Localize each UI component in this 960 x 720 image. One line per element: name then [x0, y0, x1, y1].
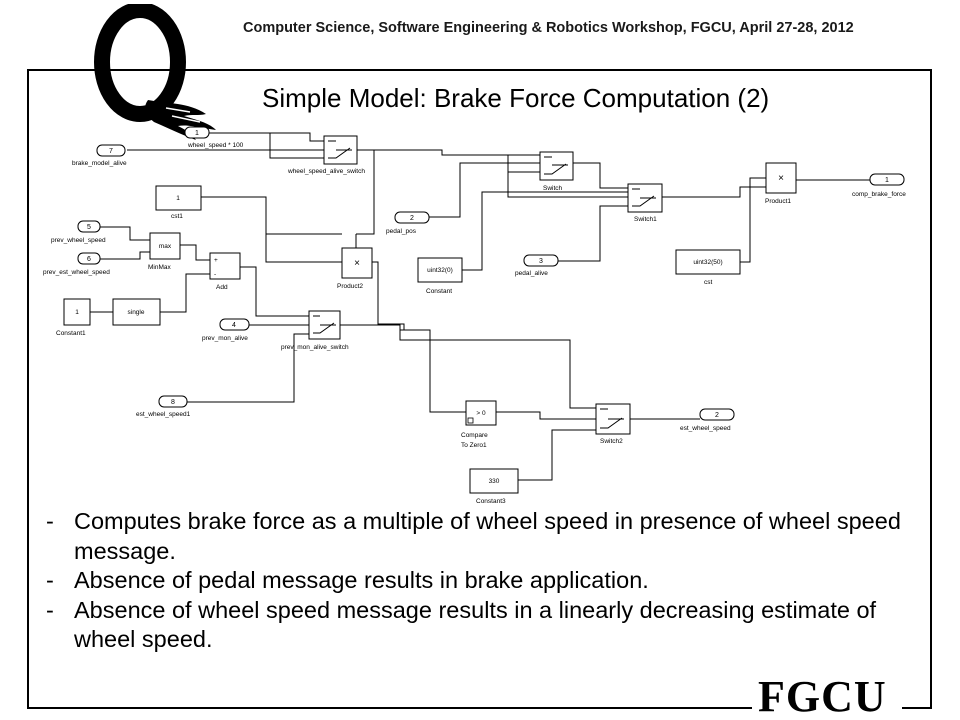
svg-text:prev_est_wheel_speed: prev_est_wheel_speed: [43, 269, 110, 276]
svg-text:2: 2: [410, 215, 414, 222]
svg-text:Constant: Constant: [426, 288, 452, 295]
switch-wheel-speed-alive: wheel_speed_alive_switch: [287, 135, 365, 175]
svg-text:prev_wheel_speed: prev_wheel_speed: [51, 237, 106, 244]
svg-text:cst: cst: [704, 279, 713, 286]
svg-text:1: 1: [176, 195, 180, 202]
svg-text:1: 1: [195, 130, 199, 137]
constant-cst1: 1 cst1: [155, 185, 202, 220]
svg-text:single: single: [128, 309, 145, 316]
svg-text:-: -: [214, 271, 216, 278]
svg-text:Product2: Product2: [337, 283, 363, 290]
inport-2: 2 pedal_pos: [386, 211, 430, 235]
fgcu-logo: FGCU: [758, 672, 887, 720]
svg-text:Switch1: Switch1: [634, 216, 657, 223]
svg-text:To Zero1: To Zero1: [461, 442, 487, 449]
svg-text:est_wheel_speed1: est_wheel_speed1: [136, 411, 191, 418]
svg-text:uint32(0): uint32(0): [427, 267, 453, 274]
constant-constant1: 1 Constant1: [56, 298, 91, 337]
svg-text:wheel_speed * 100: wheel_speed * 100: [187, 142, 244, 149]
svg-text:Product1: Product1: [765, 198, 791, 205]
svg-text:cst1: cst1: [171, 213, 183, 220]
constant-constant3: 330 Constant3: [469, 468, 519, 505]
svg-text:pedal_pos: pedal_pos: [386, 228, 417, 235]
svg-text:max: max: [159, 243, 172, 250]
outport-1: 1 comp_brake_force: [852, 173, 906, 198]
outport-2: 2 est_wheel_speed: [680, 408, 735, 432]
svg-text:8: 8: [171, 399, 175, 406]
svg-text:Compare: Compare: [461, 432, 488, 439]
svg-text:> 0: > 0: [476, 410, 486, 417]
q-eagle-logo: [94, 4, 216, 140]
svg-text:1: 1: [75, 309, 79, 316]
svg-text:4: 4: [232, 322, 236, 329]
switch-switch2: Switch2: [595, 403, 631, 445]
svg-text:6: 6: [87, 256, 91, 263]
switch-prev-mon-alive: prev_mon_alive_switch: [281, 310, 349, 351]
inport-8: 8 est_wheel_speed1: [136, 395, 191, 418]
svg-text:7: 7: [109, 148, 113, 155]
slide-frame: [27, 69, 932, 709]
add-block: + - Add: [209, 252, 241, 291]
inport-3: 3 pedal_alive: [515, 254, 559, 277]
bullet-text: Absence of wheel speed message results i…: [74, 596, 877, 653]
switch-switch: Switch: [539, 151, 574, 192]
svg-text:+: +: [214, 257, 218, 264]
slide-title: Simple Model: Brake Force Computation (2…: [262, 83, 770, 113]
constant-uint32-50: uint32(50) cst: [675, 249, 741, 286]
workshop-header: Computer Science, Software Engineering &…: [243, 20, 854, 36]
switch-switch1: Switch1: [627, 183, 663, 223]
svg-text:prev_mon_alive: prev_mon_alive: [202, 335, 248, 342]
bullet-text: Computes brake force as a multiple of wh…: [74, 508, 901, 564]
svg-text:2: 2: [715, 412, 719, 419]
bullet-item: -Absence of pedal message results in bra…: [46, 567, 649, 593]
bullet-item: -Computes brake force as a multiple of w…: [46, 508, 901, 564]
svg-text:MinMax: MinMax: [148, 264, 172, 271]
constant-uint32-0: uint32(0) Constant: [417, 257, 463, 295]
svg-text:330: 330: [489, 478, 500, 485]
svg-text:Switch2: Switch2: [600, 438, 623, 445]
inport-1: 1 wheel_speed * 100: [184, 126, 244, 149]
svg-text:×: ×: [778, 173, 784, 184]
svg-text:wheel_speed_alive_switch: wheel_speed_alive_switch: [287, 168, 365, 175]
svg-text:pedal_alive: pedal_alive: [515, 270, 548, 277]
minmax-block: max MinMax: [148, 232, 181, 271]
svg-text:3: 3: [539, 258, 543, 265]
svg-text:prev_mon_alive_switch: prev_mon_alive_switch: [281, 344, 349, 351]
svg-text:comp_brake_force: comp_brake_force: [852, 191, 906, 198]
bullet-list: -Computes brake force as a multiple of w…: [46, 507, 906, 655]
convert-single-block: single: [112, 298, 161, 326]
inport-4: 4 prev_mon_alive: [202, 318, 250, 342]
signal-wires: [90, 132, 870, 481]
bullet-item: -Absence of wheel speed message results …: [46, 596, 877, 653]
compare-to-zero-block: > 0 Compare To Zero1: [461, 400, 497, 449]
inport-7: 7 brake_model_alive: [72, 144, 127, 167]
svg-text:5: 5: [87, 224, 91, 231]
svg-text:Switch: Switch: [543, 185, 563, 192]
svg-text:1: 1: [885, 177, 889, 184]
svg-text:est_wheel_speed: est_wheel_speed: [680, 425, 731, 432]
svg-text:brake_model_alive: brake_model_alive: [72, 160, 127, 167]
svg-text:Constant3: Constant3: [476, 498, 506, 505]
product1-block: × Product1: [765, 162, 797, 205]
svg-text:Add: Add: [216, 284, 228, 291]
inport-5: 5 prev_wheel_speed: [51, 220, 106, 244]
bullet-text: Absence of pedal message results in brak…: [74, 567, 649, 593]
product2-block: × Product2: [337, 247, 373, 290]
svg-text:×: ×: [354, 258, 360, 269]
logo-backing: [752, 672, 902, 716]
inport-6: 6 prev_est_wheel_speed: [43, 252, 110, 276]
svg-text:uint32(50): uint32(50): [693, 259, 722, 266]
svg-text:Constant1: Constant1: [56, 330, 86, 337]
